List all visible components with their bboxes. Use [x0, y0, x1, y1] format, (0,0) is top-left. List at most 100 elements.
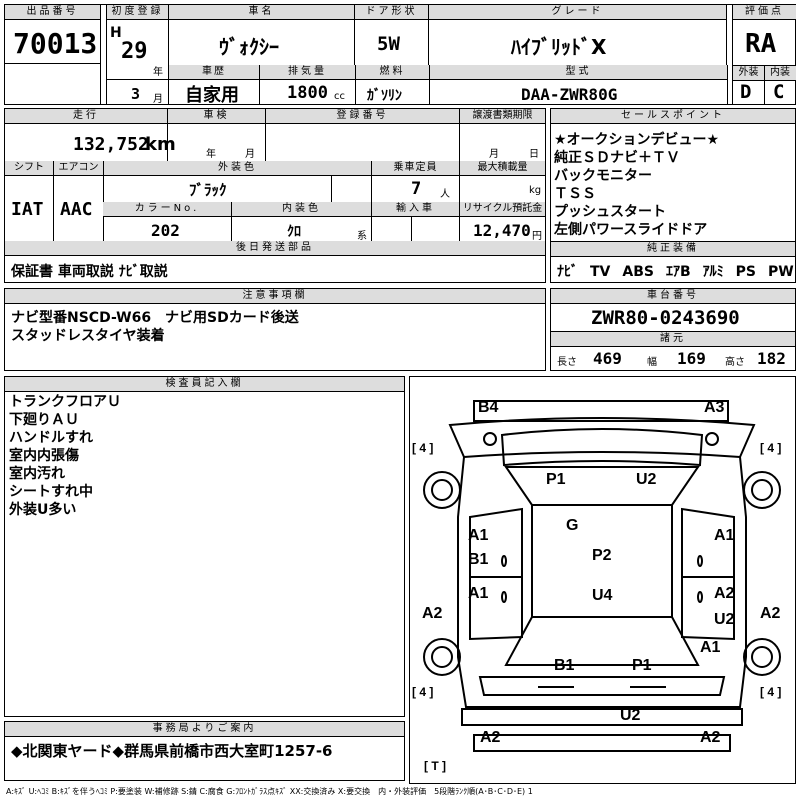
length: 469 — [593, 349, 622, 368]
equipment-item: ABS — [622, 264, 654, 280]
tire-value: 4 — [419, 685, 427, 699]
tire-mark-tl2: [ 4 ] — [412, 685, 433, 699]
damage-mark-a2rside: A2 — [760, 605, 781, 622]
damage-mark-a3: A3 — [704, 399, 725, 416]
registration-label: 初度登録 — [107, 5, 168, 20]
month-unit: 月 — [153, 94, 163, 105]
registration-month: 3 — [131, 85, 141, 103]
registration-year: 29 — [121, 39, 148, 64]
tire-mark-tl1: [ 4 ] — [412, 441, 433, 455]
tire-bracket-close: ] — [426, 441, 434, 455]
inspector-line: ハンドルすれ — [9, 430, 93, 446]
recycle-fee: 12,470 — [473, 221, 531, 240]
first-registration-cell: 初度登録 H 29 年 3 月 — [106, 5, 169, 105]
displacement: 1800 — [287, 83, 328, 103]
inspector-line: シートすれ中 — [9, 484, 93, 500]
shift: IAT — [11, 199, 44, 220]
fuel: ｶﾞｿﾘﾝ — [367, 88, 402, 104]
inspector-line: 外装U多い — [9, 502, 77, 518]
equipment-item: PW — [768, 264, 794, 280]
damage-mark-a2lside: A2 — [422, 605, 443, 622]
office-block: 事務局よりご案内 ◆北関東ヤード◆群馬県前橋市西大室町1257-6 — [4, 721, 405, 781]
int-color-label: 内装色 — [231, 202, 371, 217]
tire-bracket-close: ] — [426, 685, 434, 699]
ext-color-label: 外装色 — [103, 161, 371, 176]
tire-bracket-open: [ — [412, 685, 420, 699]
header-block: 出品番号 70013 初度登録 H 29 年 3 月 車名 ｳﾞｫｸｼｰ ドア形… — [4, 4, 796, 106]
grade-label: グレード — [429, 5, 726, 20]
color-no-label: カラーNo. — [103, 202, 231, 217]
chassis-number: ZWR80-0243690 — [591, 307, 740, 329]
equipment-item: ﾅﾋﾞ — [557, 264, 578, 280]
spare-close: ] — [438, 759, 447, 773]
recycle-unit: 円 — [532, 231, 542, 242]
score-cell: 評価点 RA 外装内装 D C — [732, 5, 796, 104]
notes-block: 注意事項欄 ナビ型番NSCD-W66 ナビ用SDカード後送スタッドレスタイヤ装着 — [4, 288, 546, 371]
door-label: ドア形状 — [355, 5, 428, 20]
office-address: ◆北関東ヤード◆群馬県前橋市西大室町1257-6 — [11, 742, 333, 760]
lot-label: 出品番号 — [5, 5, 100, 20]
year-unit: 年 — [153, 67, 163, 78]
int-score: C — [773, 81, 785, 103]
history: 自家用 — [185, 85, 239, 106]
transfer-month-unit: 月 — [489, 149, 499, 160]
specs-label: 諸元 — [551, 331, 795, 347]
equipment-item: TV — [590, 264, 611, 280]
car-name: ｳﾞｫｸｼｰ — [219, 35, 279, 59]
later-parts: 保証書 車両取説 ﾅﾋﾞ取説 — [11, 264, 168, 280]
ext-color: ﾌﾞﾗｯｸ — [189, 181, 227, 199]
damage-mark-a1r1: A1 — [714, 527, 735, 544]
car-name-label: 車名 — [169, 5, 354, 20]
tire-value: 4 — [419, 441, 427, 455]
equipment-item: ｴｱB — [665, 264, 691, 280]
transfer-day-unit: 日 — [529, 149, 539, 160]
inspector-line: 室内汚れ — [9, 466, 65, 482]
lot-number: 70013 — [13, 27, 98, 60]
displacement-unit: cc — [334, 91, 345, 102]
damage-mark-a1l1: A1 — [468, 527, 489, 544]
notes-label: 注意事項欄 — [5, 289, 545, 304]
tire-bracket-close: ] — [774, 685, 782, 699]
tire-bracket-open: [ — [412, 441, 420, 455]
damage-mark-p1a: P1 — [546, 471, 566, 488]
damage-mark-p1r: P1 — [632, 657, 652, 674]
car-name-cell: 車名 ｳﾞｫｸｼｰ — [169, 5, 355, 65]
score-label: 評価点 — [733, 5, 796, 20]
damage-mark-b1r: B1 — [554, 657, 575, 674]
transfer-label: 譲渡書類期限 — [459, 109, 545, 124]
tire-bracket-close: ] — [774, 441, 782, 455]
tire-bracket-open: [ — [760, 441, 768, 455]
import-label: 輸入車 — [371, 202, 459, 217]
damage-mark-u2b: U2 — [620, 707, 641, 724]
sales-points-label: セールスポイント — [551, 109, 795, 124]
length-label: 長さ — [557, 357, 577, 368]
width-label: 幅 — [647, 357, 657, 368]
damage-mark-a2r: A2 — [714, 585, 735, 602]
equipment-item: ｱﾙﾐ — [702, 264, 724, 280]
door-cell: ドア形状 5W — [355, 5, 429, 65]
model-code: DAA-ZWR80G — [521, 85, 618, 104]
inspector-line: 下廻りＡＵ — [9, 412, 79, 428]
equipment-item: PS — [735, 264, 756, 280]
sales-point: バックモニター — [554, 168, 652, 184]
damage-mark-b4: B4 — [478, 399, 499, 416]
damage-mark-a2br: A2 — [700, 729, 721, 746]
era: H — [110, 25, 122, 41]
inspector-label: 検査員記入欄 — [5, 377, 404, 392]
mileage-label: 走行 — [5, 109, 167, 124]
seats: 7 — [411, 179, 422, 199]
recycle-label: リサイクル預託金 — [459, 202, 545, 217]
later-parts-label: 後日発送部品 — [5, 241, 545, 256]
chassis-block: 車台番号 ZWR80-0243690 諸元 長さ 469 幅 169 高さ 18… — [550, 288, 796, 371]
displacement-label: 排気量 — [260, 65, 355, 80]
info-block: 走行 車検 登録番号 譲渡書類期限 132,752 km 年 月 月 日 シフト… — [4, 108, 546, 283]
tire-mark-tr2: [ 4 ] — [760, 685, 781, 699]
inspection-label: 車検 — [167, 109, 265, 124]
grade-cell: グレード ﾊｲﾌﾞﾘｯﾄﾞX — [429, 5, 727, 65]
sales-point: ＴＳＳ — [554, 186, 596, 202]
damage-mark-b1l: B1 — [468, 551, 489, 568]
fuel-label: 燃料 — [356, 65, 429, 80]
inspector-line: 室内内張傷 — [9, 448, 79, 464]
